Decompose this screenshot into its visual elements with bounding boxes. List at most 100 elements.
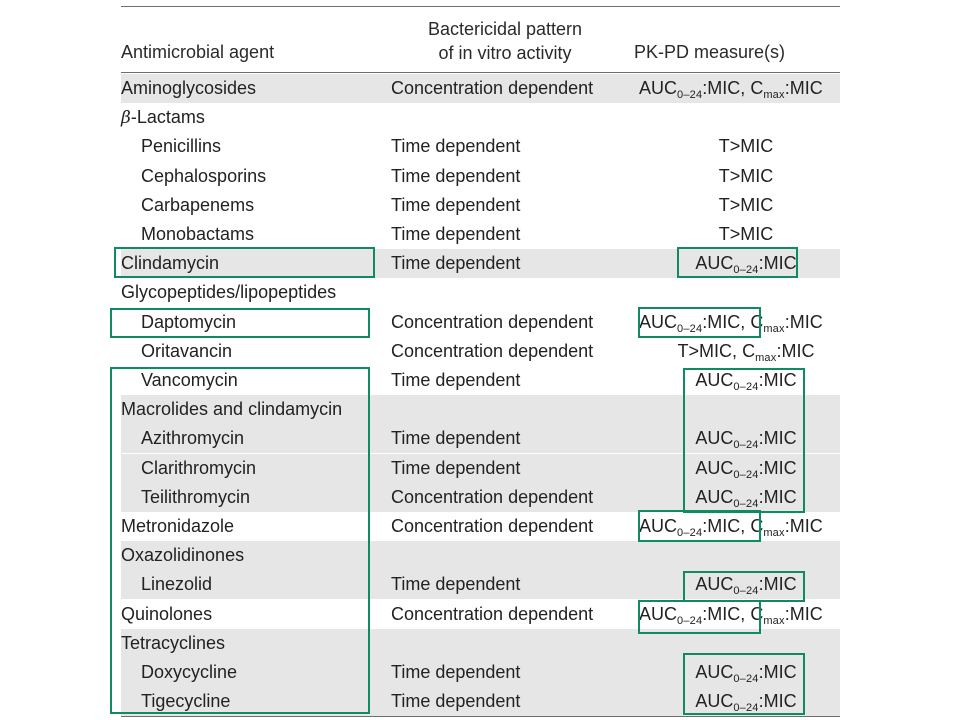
auc-subscript: 0–24 (677, 614, 703, 627)
auc-subscript: 0–24 (733, 497, 759, 510)
pk-pd-measure: T>MIC (611, 220, 881, 249)
beta-symbol: β (121, 108, 131, 129)
pk-measure: AUC0–24:MIC (695, 486, 797, 510)
agent-name: Azithromycin (141, 428, 245, 449)
auc-text: AUC (695, 574, 734, 595)
c-text: C (750, 516, 764, 536)
agent-name: Linezolid (141, 574, 213, 595)
bactericidal-pattern: Time dependent (391, 662, 521, 682)
agent-name: Daptomycin (141, 311, 237, 332)
c-text: C (742, 340, 756, 361)
cmax-subscript: max (755, 351, 777, 364)
bactericidal-pattern: Concentration dependent (391, 516, 594, 536)
agent-name: Oritavancin (141, 340, 233, 361)
ratio-mic-text: :MIC (702, 311, 741, 332)
pk-measure: T>MIC (719, 136, 774, 156)
agent-name: Monobactams (141, 224, 255, 244)
tmic-text: T>MIC (677, 340, 733, 361)
pk-measure: AUC0–24:MIC, Cmax:MIC (639, 516, 823, 539)
pk-measure: T>MIC (719, 224, 774, 244)
ratio-mic-text: :MIC (758, 370, 797, 390)
agent-name: Glycopeptides/lipopeptides (121, 282, 337, 303)
auc-text: AUC (639, 516, 678, 536)
table-row: Glycopeptides/lipopeptides (121, 278, 840, 307)
pk-measure: AUC0–24:MIC (695, 662, 796, 685)
ratio-mic-text: :MIC (702, 603, 741, 624)
auc-subscript: 0–24 (733, 439, 759, 452)
agent-name: Teilithromycin (141, 486, 251, 507)
table-row: Oritavancin Concentration dependent T>MIC,… (121, 337, 840, 366)
ratio-mic-text: :MIC (758, 486, 797, 507)
comma-separator: , (732, 340, 743, 361)
bactericidal-pattern: Concentration dependent (391, 340, 594, 361)
bactericidal-pattern: Time dependent (391, 691, 521, 712)
auc-subscript: 0–24 (733, 264, 759, 277)
agent-name: Aminoglycosides (121, 78, 257, 98)
pk-pd-measure: T>MIC (611, 191, 881, 220)
comma-separator: , (740, 311, 751, 332)
tmic-text: T>MIC (718, 224, 774, 244)
auc-subscript: 0–24 (733, 702, 759, 715)
agent-name: Tigecycline (141, 691, 231, 712)
bactericidal-pattern: Time dependent (391, 574, 521, 595)
tmic-text: T>MIC (718, 165, 774, 186)
agent-name: β-Lactams (121, 103, 205, 132)
auc-text: AUC (639, 78, 678, 98)
agent-name: Metronidazole (121, 516, 235, 536)
bactericidal-pattern: Concentration dependent (391, 603, 594, 624)
ratio-mic-text: :MIC (784, 603, 823, 624)
tmic-text: T>MIC (718, 194, 774, 215)
auc-subscript: 0–24 (733, 585, 759, 598)
auc-text: AUC (695, 486, 734, 507)
pk-pd-measure: AUC0–24:MIC, Cmax:MIC (639, 512, 823, 541)
pk-pd-measure: AUC0–24:MIC (611, 658, 881, 687)
auc-subscript: 0–24 (677, 527, 703, 539)
comma-separator: , (740, 516, 751, 536)
comma-separator: , (740, 78, 751, 98)
auc-text: AUC (639, 311, 678, 332)
table-row: Metronidazole Concentration dependent AUC0… (121, 512, 840, 541)
auc-text: AUC (695, 457, 734, 478)
ratio-mic-text: :MIC (758, 253, 797, 274)
pk-measure: AUC0–24:MIC, Cmax:MIC (639, 78, 823, 101)
agent-name: Carbapenems (141, 194, 255, 215)
agent-name: Penicillins (141, 136, 222, 157)
pk-measure: AUC0–24:MIC (695, 428, 796, 452)
comma-separator: , (740, 603, 751, 624)
agent-name: Doxycycline (141, 662, 238, 682)
pk-pd-measure: AUC0–24:MIC (611, 687, 881, 716)
agent-name: Clindamycin (121, 253, 220, 274)
c-text: C (750, 311, 764, 332)
cmax-subscript: max (763, 322, 785, 335)
table-row: Macrolides and clindamycin (121, 395, 840, 425)
pk-pd-measure: AUC0–24:MIC (611, 570, 881, 599)
auc-subscript: 0–24 (677, 322, 703, 335)
pk-pd-measure: T>MIC (611, 162, 881, 191)
pk-pd-measure: AUC0–24:MIC (611, 366, 881, 395)
pk-pd-measure: AUC0–24:MIC, Cmax:MIC (639, 600, 823, 629)
auc-text: AUC (695, 428, 734, 449)
pk-measure: AUC0–24:MIC (695, 457, 796, 481)
agent-name: Clarithromycin (141, 457, 257, 478)
cmax-subscript: max (763, 89, 785, 101)
bactericidal-pattern: Time dependent (391, 194, 521, 215)
header-pk: PK-PD measure(s) (634, 42, 786, 62)
auc-subscript: 0–24 (733, 673, 759, 685)
pk-measure: AUC0–24:MIC (695, 691, 797, 715)
auc-text: AUC (695, 691, 734, 712)
pk-pd-measure: AUC0–24:MIC (611, 424, 881, 453)
ratio-mic-text: :MIC (758, 691, 797, 712)
bactericidal-pattern: Concentration dependent (391, 486, 594, 507)
bactericidal-pattern: Time dependent (391, 165, 521, 186)
pk-measure: AUC0–24:MIC (695, 370, 797, 393)
pk-pd-measure: AUC0–24:MIC (611, 483, 881, 512)
